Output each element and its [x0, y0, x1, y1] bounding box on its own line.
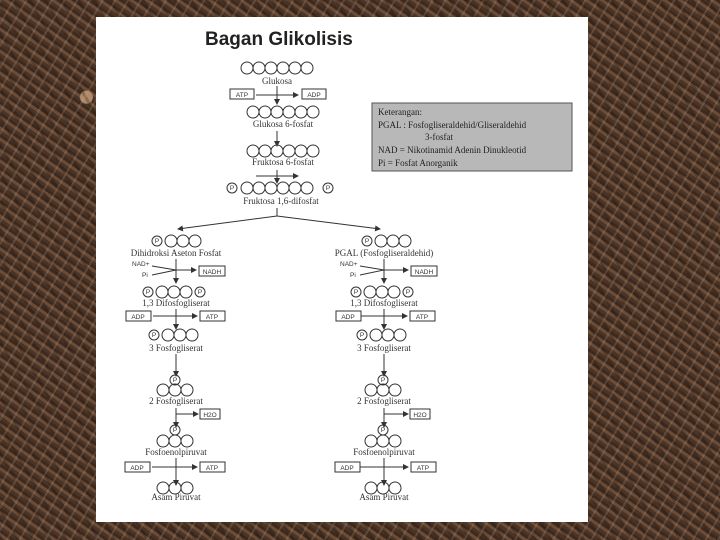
adp-label: ADP — [307, 92, 320, 99]
dhap-molecule — [151, 234, 202, 248]
arrow — [276, 215, 381, 232]
nadh-box — [198, 265, 226, 277]
adp-box — [335, 310, 362, 322]
phosphate-label: P — [230, 185, 234, 192]
bpg-molecule — [350, 285, 414, 299]
adp-box — [124, 461, 151, 473]
atp-box — [199, 461, 226, 473]
f6p-molecule — [246, 144, 320, 158]
pg3-label: 3 Fosfogliserat — [357, 343, 411, 353]
f16bp-molecule — [226, 181, 334, 195]
pg3-molecule — [148, 328, 199, 342]
pyruvate-label: Asam Piruvat — [151, 492, 201, 502]
phosphate-label: P — [173, 427, 177, 434]
bpg-label: 1,3 Difosfogliserat — [142, 298, 210, 308]
dhap-label: Dihidroksi Aseton Fosfat — [131, 248, 222, 258]
pep-molecule — [364, 424, 402, 448]
h2o-label: H2O — [203, 412, 216, 419]
nadh-label: NADH — [203, 269, 222, 276]
glukosa-label: Glukosa — [262, 76, 292, 86]
pep-label: Fosfoenolpiruvat — [353, 447, 415, 457]
phosphate-label: P — [406, 289, 410, 296]
nad-label: NAD+ — [132, 261, 150, 268]
h2o-label: H2O — [413, 412, 426, 419]
pyruvate-molecule — [156, 481, 194, 495]
pyruvate-label: Asam Piruvat — [359, 492, 409, 502]
phosphate-label: P — [365, 238, 369, 245]
atp-label: ATP — [206, 314, 218, 321]
phosphate-label: P — [381, 377, 385, 384]
legend-box: Keterangan: PGAL : Fosfogliseraldehid/Gl… — [371, 102, 573, 172]
pg2-label: 2 Fosfogliserat — [149, 396, 203, 406]
phosphate-label: P — [146, 289, 150, 296]
nadh-label: NADH — [415, 269, 434, 276]
atp-box — [199, 310, 226, 322]
phosphate-label: P — [381, 427, 385, 434]
nad-label: NAD+ — [340, 261, 358, 268]
pyruvate-molecule — [364, 481, 402, 495]
phosphate-label: P — [152, 332, 156, 339]
legend-line: Pi = Fosfat Anorganik — [378, 158, 458, 168]
legend-line: NAD = Nikotinamid Adenin Dinukleotid — [378, 145, 527, 155]
atp-box — [410, 461, 437, 473]
adp-label: ADP — [130, 465, 143, 472]
f6p-label: Fruktosa 6-fosfat — [252, 157, 314, 167]
phosphate-label: P — [173, 377, 177, 384]
phosphate-label: P — [360, 332, 364, 339]
f16bp-label: Fruktosa 1,6-difosfat — [243, 196, 319, 206]
arrow — [177, 215, 278, 232]
atp-box — [229, 88, 255, 100]
g6p-label: Glukosa 6-fosfat — [253, 119, 314, 129]
pep-label: Fosfoenolpiruvat — [145, 447, 207, 457]
pi-label: Pi — [350, 272, 356, 279]
pg2-molecule — [364, 374, 402, 397]
h2o-box — [409, 408, 431, 420]
pgal-label: PGAL (Fosfogliseraldehid) — [335, 248, 433, 258]
adp-label: ADP — [340, 465, 353, 472]
legend-line: PGAL : Fosfogliseraldehid/Gliseraldehid — [378, 120, 527, 130]
phosphate-label: P — [354, 289, 358, 296]
pg2-label: 2 Fosfogliserat — [357, 396, 411, 406]
adp-label: ADP — [341, 314, 354, 321]
atp-label: ATP — [417, 465, 429, 472]
adp-box — [301, 88, 327, 100]
adp-label: ADP — [131, 314, 144, 321]
atp-box — [409, 310, 436, 322]
adp-box — [334, 461, 361, 473]
adp-box — [125, 310, 152, 322]
pg3-label: 3 Fosfogliserat — [149, 343, 203, 353]
phosphate-label: P — [155, 238, 159, 245]
pi-label: Pi — [142, 272, 148, 279]
pg2-molecule — [156, 374, 194, 397]
atp-label: ATP — [206, 465, 218, 472]
bpg-label: 1,3 Difosfogliserat — [350, 298, 418, 308]
glukosa-molecule — [240, 61, 314, 75]
pgal-molecule — [361, 234, 412, 248]
phosphate-label: P — [326, 185, 330, 192]
g6p-molecule — [246, 105, 320, 119]
atp-label: ATP — [416, 314, 428, 321]
pg3-molecule — [356, 328, 407, 342]
phosphate-label: P — [198, 289, 202, 296]
h2o-box — [199, 408, 221, 420]
atp-label: ATP — [236, 92, 248, 99]
legend-heading: Keterangan: — [378, 107, 422, 117]
bpg-molecule — [142, 285, 206, 299]
pep-molecule — [156, 424, 194, 448]
legend-line: 3-fosfat — [425, 132, 453, 142]
diagram-title: Bagan Glikolisis — [205, 29, 353, 50]
nadh-box — [410, 265, 438, 277]
